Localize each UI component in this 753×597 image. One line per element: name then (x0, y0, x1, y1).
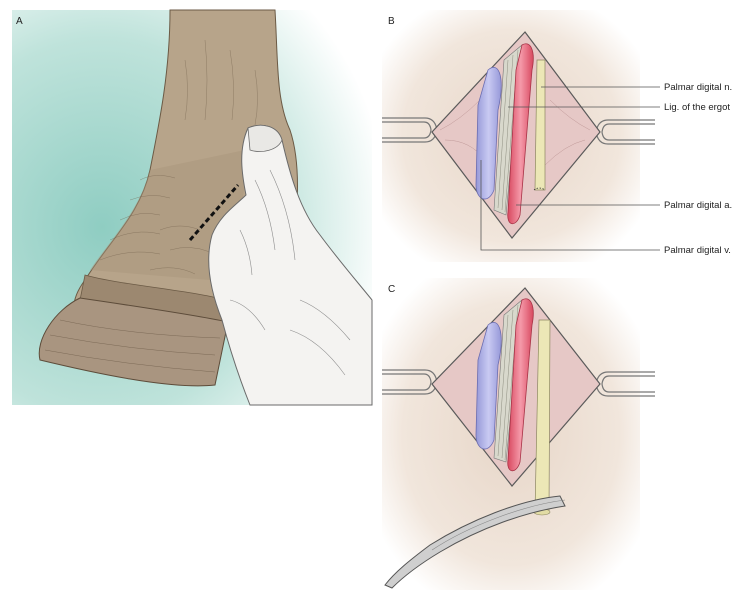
label-palmar-digital-v: Palmar digital v. (664, 245, 731, 256)
panel-c: C (382, 278, 655, 590)
label-palmar-digital-a: Palmar digital a. (664, 200, 732, 211)
fetlock-shading (90, 150, 246, 280)
forceps (384, 495, 566, 589)
glove-folds (229, 169, 351, 376)
panel-a-letter: A (16, 16, 23, 27)
panel-c-palmar-digital-artery (507, 298, 534, 472)
glove-thumb (247, 124, 283, 152)
gloved-hand (208, 124, 373, 406)
leader-palmar-digital-v (480, 160, 660, 251)
label-palmar-digital-n: Palmar digital n. (664, 82, 732, 93)
panel-b-palmar-digital-nerve (534, 59, 546, 191)
hair-texture (99, 39, 258, 275)
forceps-highlight (431, 499, 566, 551)
panel-c-letter: C (388, 284, 395, 295)
hoof (38, 297, 229, 387)
panel-b-nerve-cut-mark (533, 187, 546, 191)
panel-b-palmar-digital-artery (507, 43, 534, 225)
panel-b-palmar-digital-vein (475, 67, 502, 200)
panel-b-letter: B (388, 16, 395, 27)
hoof-lines (44, 319, 221, 373)
panel-a: A (12, 9, 373, 406)
incision-line (188, 184, 240, 241)
label-lig-of-the-ergot: Lig. of the ergot (664, 102, 730, 113)
panel-b: Palmar digital n. Lig. of the ergot Palm… (382, 10, 732, 262)
panel-c-palmar-digital-vein (475, 322, 502, 450)
